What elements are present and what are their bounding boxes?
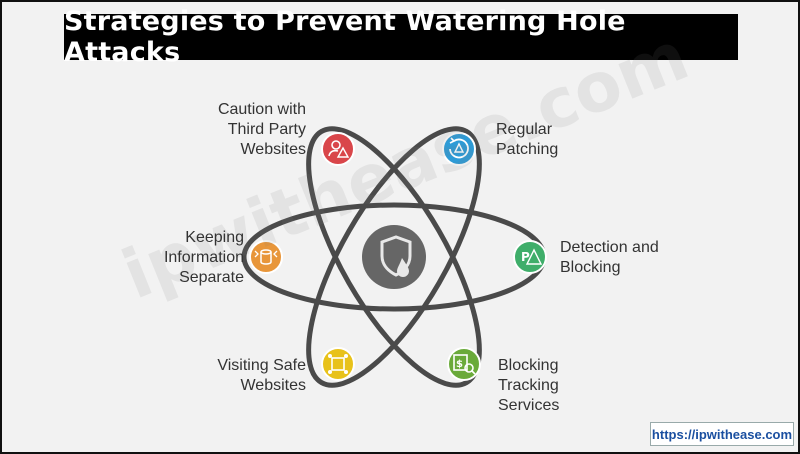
safe-node-icon [321,347,355,381]
patching-label-line: Patching [496,141,559,158]
orbit-diagonal-left [306,126,482,388]
svg-text:P: P [521,250,530,264]
caution-label: Caution with Third Party Websites [182,100,306,160]
safe-label-line: Websites [240,377,306,394]
separate-label: Keeping Information Separate [132,228,244,288]
caution-label-line: Third Party [227,121,306,138]
separate-node-icon [249,240,283,274]
detection-label-line: Detection and [560,239,659,256]
safe-label: Visiting Safe Websites [182,356,306,396]
patching-label-line: Regular [496,121,553,138]
detection-label: Detection and Blocking [560,238,700,278]
tracking-label-line: Services [498,397,560,414]
tracking-label-line: Blocking [498,357,559,374]
caution-label-line: Websites [240,141,306,158]
page-title: Strategies to Prevent Watering Hole Atta… [64,6,738,68]
tracking-label: Blocking Tracking Services [498,356,618,416]
source-url-link[interactable]: https://ipwithease.com [650,422,794,446]
center-shield-icon [362,225,426,289]
patching-label: Regular Patching [496,120,616,160]
safe-label-line: Visiting Safe [217,357,306,374]
separate-label-line: Separate [179,269,244,286]
orbit-diagonal-right [306,126,482,388]
caution-label-line: Caution with [217,101,306,118]
separate-label-line: Keeping [185,229,244,246]
separate-label-line: Information [163,249,244,266]
svg-text:$: $ [456,359,463,370]
tracking-label-line: Tracking [498,377,559,394]
caution-node-icon [321,132,355,166]
tracking-node-icon: $ [447,347,481,381]
detection-label-line: Blocking [560,259,621,276]
patching-node-icon [442,132,476,166]
detection-node-icon: P [513,240,547,274]
